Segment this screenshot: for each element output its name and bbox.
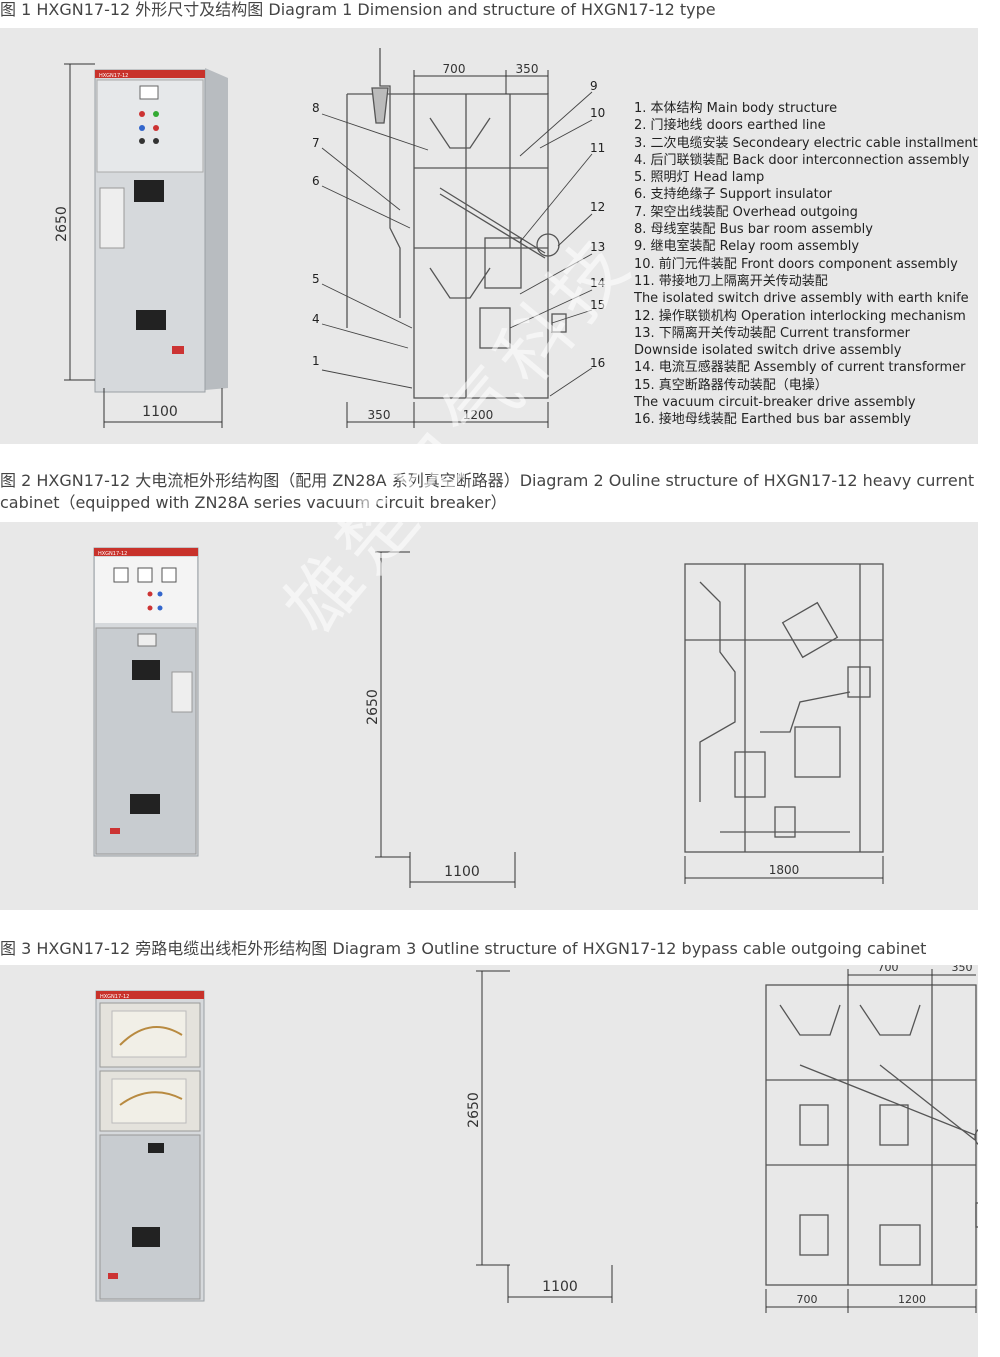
callout-1: 1 [312,354,320,368]
dim-top-a-1: 700 [443,62,466,76]
callout-5: 5 [312,272,320,286]
callout-11: 11 [590,141,605,155]
structure-drawing-1 [346,48,567,399]
dim-top-b-3: 350 [952,965,973,974]
diagram-3-caption: 图 3 HXGN17-12 旁路电缆出线柜外形结构图 Diagram 3 Out… [0,939,927,958]
legend-item: 5. 照明灯 Head lamp [634,170,765,186]
callout-7: 7 [312,136,320,150]
dim-width-3: 1100 [542,1279,578,1295]
legend-item: 2. 门接地线 doors earthed line [634,118,826,134]
diagram-3-figure: HXGN17-12 2650 1100 [95,965,978,1313]
diagram-1-panel: HXGN17-12 2650 1100 [0,28,978,444]
legend-item: 6. 支持绝缘子 Support insulator [634,187,833,203]
dim-bot-b-1: 1200 [463,408,494,422]
legend-item: 12. 操作联锁机构 Operation interlocking mechan… [634,308,966,324]
dim-bot-a-3: 700 [797,1293,818,1306]
legend-item: 11. 带接地刀上隔离开关传动装配 [634,273,828,289]
legend-item: 15. 真空断路器传动装配（电操） [634,377,828,393]
dim-depth-2: 1800 [769,863,800,877]
callout-4: 4 [312,312,320,326]
legend-item: The vacuum circuit-breaker drive assembl… [634,395,916,411]
dim-bot-a-1: 350 [368,408,391,422]
callout-10: 10 [590,106,605,120]
legend-item: 7. 架空出线装配 Overhead outgoing [634,204,858,220]
dim-top-a-3: 700 [878,965,899,974]
callout-9: 9 [590,79,598,93]
diagram-2-panel: HXGN17-12 2650 1100 [0,522,978,910]
dim-top-b-1: 350 [516,62,539,76]
diagram-2-figure: HXGN17-12 2650 1100 [93,547,884,888]
callout-15: 15 [590,298,605,312]
callout-13: 13 [590,240,605,254]
diagram-1-caption: 图 1 HXGN17-12 外形尺寸及结构图 Diagram 1 Dimensi… [0,0,716,19]
dim-width-2: 1100 [444,864,480,880]
legend-item: 3. 二次电缆安装 Secondeary electric cable inst… [634,135,978,151]
callout-12: 12 [590,200,605,214]
legend-item: Downside isolated switch drive assembly [634,343,902,359]
legend-item: 16. 接地母线装配 Earthed bus bar assembly [634,412,912,428]
legend-item: 8. 母线室装配 Bus bar room assembly [634,222,873,238]
diagram-1-figure: HXGN17-12 2650 1100 [54,48,605,428]
cabinet-label-1: HXGN17-12 [99,73,128,79]
legend-item: 13. 下隔离开关传动装配 Current transformer [634,325,910,341]
dim-height-1: 2650 [54,206,70,242]
cabinet-photo-1: HXGN17-12 [94,68,228,393]
legend-item: The isolated switch drive assembly with … [634,291,969,307]
dim-bot-b-3: 1200 [898,1293,926,1306]
legend-item: 9. 继电室装配 Relay room assembly [634,239,860,255]
dim-height-3: 2650 [466,1092,482,1128]
diagram-3-panel: HXGN17-12 2650 1100 [0,965,978,1357]
dim-height-2: 2650 [365,689,381,725]
legend-item: 1. 本体结构 Main body structure [634,101,838,116]
structure-drawing-3 [765,984,978,1286]
component-legend: 1. 本体结构 Main body structure 2. 门接地线 door… [634,100,978,429]
dim-width-1: 1100 [142,404,178,420]
callout-16: 16 [590,356,605,370]
cabinet-photo-2: HXGN17-12 [93,547,199,857]
callout-6: 6 [312,174,320,188]
legend-item: 4. 后门联锁装配 Back door interconnection asse… [634,152,970,168]
legend-item: 10. 前门元件装配 Front doors component assembl… [634,256,958,272]
cabinet-photo-3: HXGN17-12 [95,990,205,1302]
callout-8: 8 [312,101,320,115]
diagram-2-caption-line2: cabinet（equipped with ZN28A series vacuu… [0,493,507,512]
legend-item: 14. 电流互感器装配 Assembly of current transfor… [634,360,966,376]
cabinet-label-3: HXGN17-12 [100,994,129,1000]
structure-drawing-2 [684,563,884,853]
diagram-2-caption-line1: 图 2 HXGN17-12 大电流柜外形结构图（配用 ZN28A 系列真空断路器… [0,471,975,490]
cabinet-label-2: HXGN17-12 [98,551,127,557]
callout-14: 14 [590,276,605,290]
